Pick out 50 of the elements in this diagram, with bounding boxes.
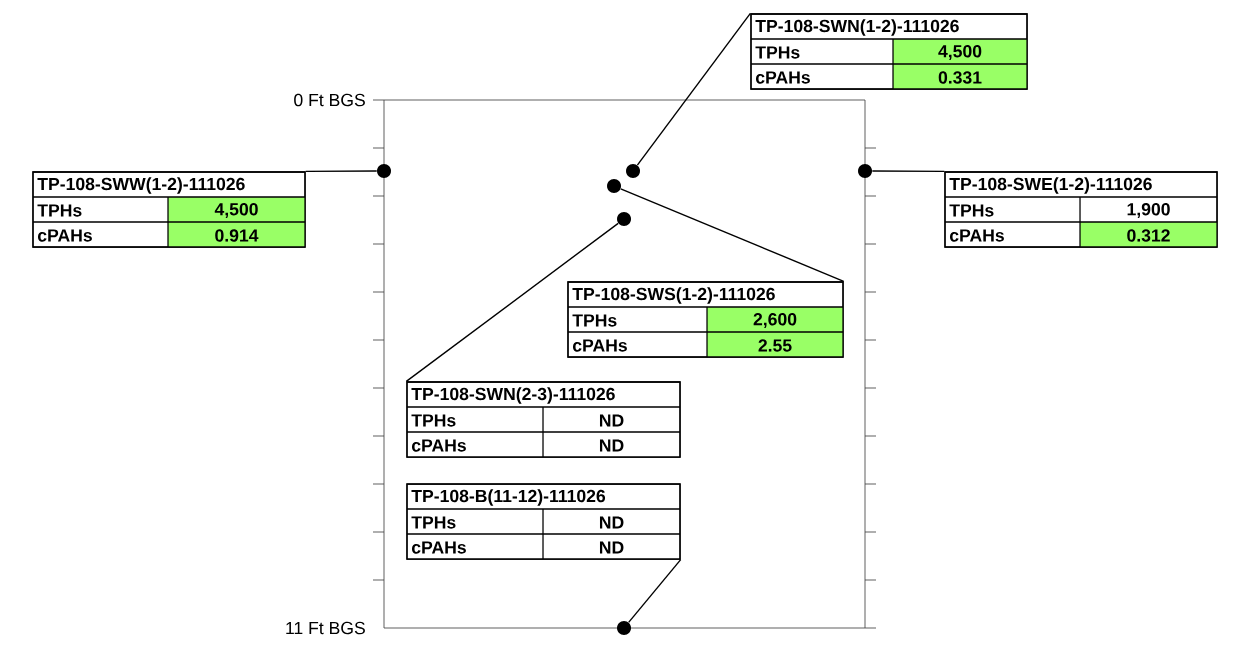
sample-point xyxy=(377,164,391,178)
sample-id: TP-108-B(11-12)-111026 xyxy=(411,489,606,506)
sample-id: TP-108-SWW(1-2)-111026 xyxy=(37,177,245,194)
value: ND xyxy=(600,541,624,554)
leader-line xyxy=(627,558,682,624)
value: 2.55 xyxy=(758,339,792,352)
analyte-label: TPHs xyxy=(37,204,82,217)
results-table xyxy=(406,483,681,560)
sample-point xyxy=(858,164,872,178)
results-table xyxy=(944,171,1218,248)
analyte-label: TPHs xyxy=(949,204,994,217)
value: 4,500 xyxy=(214,203,258,218)
sample-id: TP-108-SWN(2-3)-111026 xyxy=(411,387,615,404)
depth-label: 11 Ft BGS xyxy=(286,621,365,635)
analyte-label: cPAHs xyxy=(756,71,810,84)
analyte-label: cPAHs xyxy=(37,229,92,242)
depth-label: 0 Ft BGS xyxy=(294,93,365,107)
value: 0.914 xyxy=(215,229,259,242)
sample-point xyxy=(626,164,640,178)
analyte-label: TPHs xyxy=(755,46,800,59)
sample-point xyxy=(607,179,621,193)
analyte-label: TPHs xyxy=(411,414,456,427)
value: ND xyxy=(600,414,624,427)
value: ND xyxy=(600,516,624,529)
analyte-label: cPAHs xyxy=(572,339,627,352)
sample-id: TP-108-SWN(1-2)-111026 xyxy=(755,19,959,36)
sample-point xyxy=(617,621,631,635)
leader-line xyxy=(405,222,619,383)
results-table xyxy=(32,171,306,248)
results-table xyxy=(750,13,1028,90)
sample-id: TP-108-SWS(1-2)-111026 xyxy=(572,287,775,304)
leader-line xyxy=(636,12,752,166)
leader-line xyxy=(620,188,845,283)
leader-line xyxy=(304,170,378,173)
analyte-label: TPHs xyxy=(411,516,456,529)
sample-point xyxy=(617,212,631,226)
value: 0.331 xyxy=(938,71,982,84)
results-table xyxy=(406,381,681,458)
leader-line xyxy=(871,170,946,173)
analyte-label: cPAHs xyxy=(411,541,466,554)
value: 4,500 xyxy=(938,45,982,60)
sample-id: TP-108-SWE(1-2)-111026 xyxy=(949,177,1152,194)
value: 1,900 xyxy=(1127,203,1170,218)
value: ND xyxy=(600,439,624,452)
analyte-label: cPAHs xyxy=(411,439,466,452)
analyte-label: cPAHs xyxy=(950,229,1004,242)
value: 0.312 xyxy=(1127,229,1170,242)
analyte-label: TPHs xyxy=(572,314,617,327)
value: 2,600 xyxy=(753,313,797,328)
results-table xyxy=(567,281,844,358)
